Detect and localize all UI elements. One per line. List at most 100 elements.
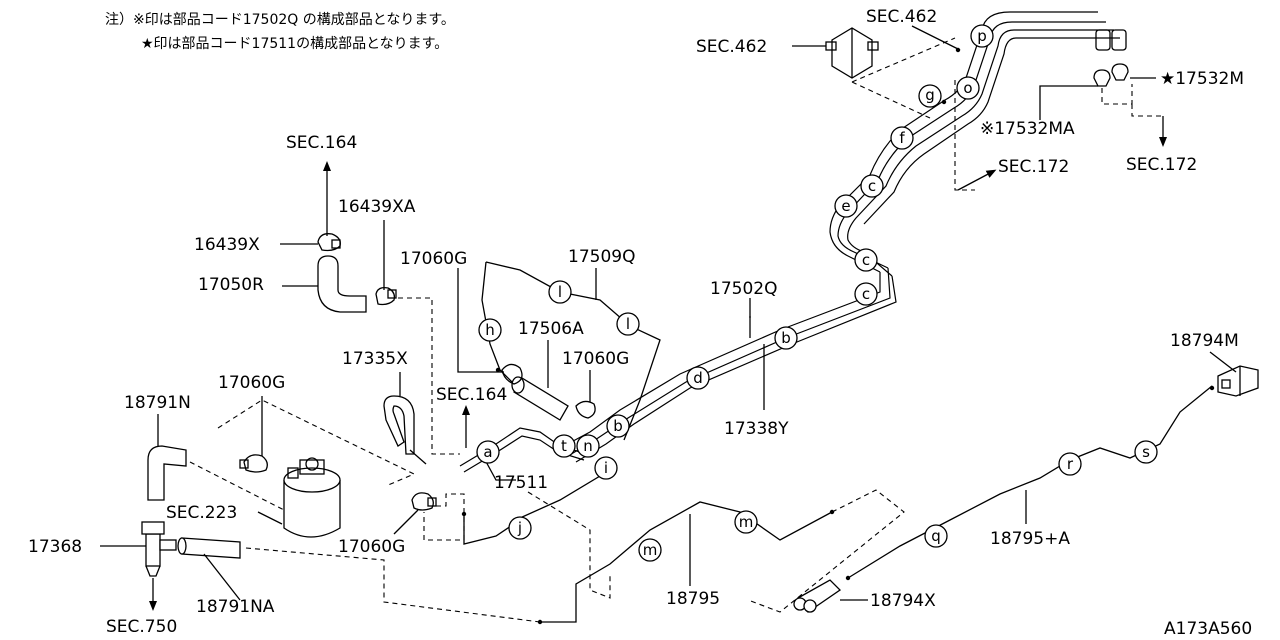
- fuel-pipe-main: [559, 267, 897, 463]
- label-17532m: ★17532M: [1160, 69, 1244, 89]
- hose-17335x: [383, 395, 427, 465]
- label-17509q: 17509Q: [568, 247, 635, 267]
- label-sec462-top: SEC.462: [866, 7, 937, 27]
- arrow-diagonal-icon: [957, 169, 997, 191]
- callout-s: s: [1134, 440, 1158, 464]
- callout-f: f: [890, 126, 914, 150]
- label-16439xa: 16439XA: [338, 197, 416, 217]
- label-16439x: 16439X: [194, 235, 260, 255]
- note-line-1: 注）※印は部品コード17502Q の構成部品となります。: [105, 12, 455, 28]
- label-18794x: 18794X: [870, 591, 936, 611]
- label-17338y: 17338Y: [724, 419, 789, 439]
- label-18791na: 18791NA: [196, 597, 275, 617]
- label-17060g-b: 17060G: [562, 349, 629, 369]
- callout-r: r: [1058, 452, 1082, 476]
- label-18795a: 18795+A: [990, 529, 1070, 549]
- callout-b1: b: [774, 326, 798, 350]
- hose-18791na: [177, 537, 241, 559]
- svg-text:e: e: [841, 197, 850, 215]
- svg-text:r: r: [1067, 455, 1074, 473]
- connector-icon: [1217, 365, 1259, 397]
- label-sec164-mid: SEC.164: [436, 385, 507, 405]
- clamp-icon: [375, 286, 397, 306]
- svg-text:i: i: [604, 459, 608, 477]
- clamp-icon: [501, 363, 596, 419]
- callout-i: i: [594, 456, 618, 480]
- svg-text:s: s: [1142, 443, 1150, 461]
- clamp-icon: [239, 454, 268, 473]
- callout-a: a: [476, 440, 500, 464]
- callout-l1: l: [548, 280, 572, 304]
- callout-c1: c: [860, 174, 884, 198]
- label-17060g-a: 17060G: [400, 249, 467, 269]
- callout-p: p: [970, 24, 994, 48]
- svg-text:c: c: [862, 285, 870, 303]
- callout-o: o: [956, 76, 980, 100]
- label-17050r: 17050R: [198, 275, 264, 295]
- note-line-2: ★印は部品コード17511の構成部品となります。: [141, 36, 448, 52]
- svg-text:q: q: [931, 527, 941, 545]
- callout-t: t: [552, 434, 576, 458]
- label-18795: 18795: [666, 589, 720, 609]
- svg-text:n: n: [583, 437, 593, 455]
- svg-text:b: b: [613, 417, 623, 435]
- svg-text:m: m: [739, 513, 754, 531]
- svg-text:a: a: [483, 443, 492, 461]
- callout-h: h: [478, 318, 502, 342]
- valve-icon: [141, 521, 177, 577]
- svg-text:l: l: [558, 283, 562, 301]
- hose-18791n: [147, 445, 285, 511]
- svg-text:c: c: [862, 251, 870, 269]
- svg-text:o: o: [963, 79, 972, 97]
- label-sec172-right: SEC.172: [1126, 155, 1197, 175]
- svg-text:j: j: [517, 519, 522, 537]
- label-sec462-left: SEC.462: [696, 37, 767, 57]
- callout-j: j: [508, 516, 532, 540]
- callout-d: d: [686, 366, 710, 390]
- label-17511: 17511: [494, 473, 548, 493]
- callout-c3: c: [854, 282, 878, 306]
- callout-e: e: [834, 194, 858, 218]
- label-sec164-top: SEC.164: [286, 133, 357, 153]
- svg-text:t: t: [561, 437, 567, 455]
- callout-l2: l: [616, 312, 640, 336]
- label-17506a: 17506A: [518, 319, 584, 339]
- connector-icon: [793, 579, 842, 613]
- callout-markers: p o g f c e c c l l h b d b a t n i j m …: [476, 24, 1158, 562]
- label-sec750: SEC.750: [106, 617, 177, 637]
- label-17060g-c: 17060G: [218, 373, 285, 393]
- label-17060g-d: 17060G: [338, 537, 405, 557]
- hose-17050r: [317, 255, 367, 313]
- hose-17509q: [481, 261, 661, 441]
- svg-text:g: g: [925, 86, 935, 104]
- hose-17506a: [511, 376, 569, 421]
- svg-text:d: d: [693, 369, 703, 387]
- svg-text:p: p: [977, 27, 987, 45]
- callout-m2: m: [734, 510, 758, 534]
- label-18794m: 18794M: [1170, 331, 1239, 351]
- svg-text:c: c: [868, 177, 876, 195]
- label-17335x: 17335X: [342, 349, 408, 369]
- svg-text:l: l: [626, 315, 630, 333]
- connector-icon: [1093, 63, 1167, 147]
- label-sec172-mid: SEC.172: [998, 157, 1069, 177]
- diagram-code: A173A560: [1164, 619, 1252, 639]
- callout-g: g: [918, 84, 942, 108]
- connection-dots: [461, 47, 1215, 625]
- clamp-icon: [317, 233, 341, 252]
- svg-text:b: b: [781, 329, 791, 347]
- label-sec223: SEC.223: [166, 503, 237, 523]
- label-17502q: 17502Q: [710, 279, 777, 299]
- callout-n: n: [576, 434, 600, 458]
- label-17368: 17368: [28, 537, 82, 557]
- callout-c2: c: [854, 248, 878, 272]
- canister-icon: [283, 457, 341, 538]
- clamp-icon: [411, 492, 437, 511]
- svg-text:m: m: [643, 541, 658, 559]
- fuel-pipe-bundle-upper: [829, 11, 1127, 277]
- callout-q: q: [924, 524, 948, 548]
- svg-text:f: f: [899, 129, 905, 147]
- callout-m1: m: [638, 538, 662, 562]
- label-18791n: 18791N: [124, 393, 191, 413]
